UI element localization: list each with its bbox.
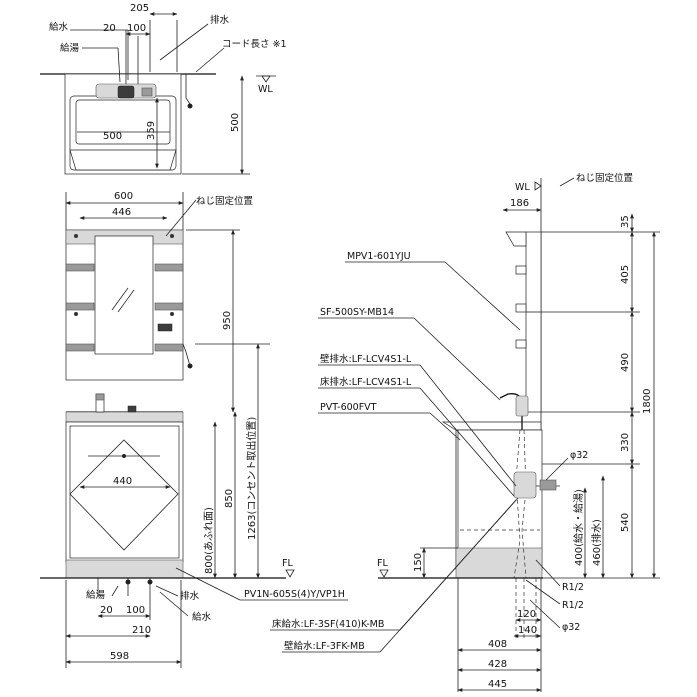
label-phi32-bottom: φ32 — [562, 622, 580, 633]
label-outlet-height: 1263(コンセント取出位置) — [245, 417, 258, 540]
label-top-wl: WL — [258, 84, 273, 95]
dim-top-500w: 500 — [103, 131, 122, 142]
label-wall-drain: 壁排水:LF-LCV4S1-L — [320, 353, 412, 365]
label-mirror-model: MPV1-601YJU — [347, 251, 411, 262]
dim-front-446: 446 — [112, 207, 131, 218]
dim-side-150: 150 — [413, 553, 424, 572]
label-vanity-model: PV1N-605S(4)Y/VP1H — [244, 589, 345, 600]
dim-side-186: 186 — [510, 198, 529, 209]
label-side-fl: FL — [377, 558, 388, 569]
label-drain-height: 460(排水) — [590, 519, 603, 566]
dim-top-20: 20 — [103, 23, 116, 34]
label-supply-height: 400(給水・給湯) — [572, 489, 585, 566]
dim-bottom-20: 20 — [100, 605, 113, 616]
label-floor-drain: 床排水:LF-LCV4S1-L — [320, 376, 412, 388]
label-code-length: コード長さ ※1 — [222, 39, 287, 50]
dim-bottom-210: 210 — [132, 625, 151, 636]
side-view: WL 186 ねじ固定位置 35 405 490 330 540 1800 40… — [270, 172, 660, 692]
label-phi32-top: φ32 — [570, 450, 588, 461]
label-top-kyusui: 給水 — [49, 21, 69, 33]
label-floor-supply: 床給水:LF-3SF(410)K-MB — [272, 618, 384, 630]
dim-side-1800: 1800 — [642, 389, 653, 414]
dim-side-445: 445 — [488, 679, 507, 690]
label-sf-model: SF-500SY-MB14 — [320, 307, 394, 318]
dim-top-359: 359 — [146, 121, 157, 140]
dim-top-205: 205 — [130, 3, 149, 14]
label-wall-supply: 壁給水:LF-3FK-MB — [284, 640, 365, 652]
top-plan-view: 205 20 100 給水 給湯 排水 コード長さ ※1 WL 500 359 … — [40, 3, 287, 175]
dim-side-140: 140 — [518, 625, 537, 636]
dim-side-408: 408 — [488, 639, 507, 650]
label-front-neji: ねじ固定位置 — [196, 195, 253, 207]
dim-side-35: 35 — [620, 215, 631, 228]
dim-front-950: 950 — [222, 311, 233, 330]
dim-bottom-598: 598 — [110, 651, 129, 662]
label-top-kyuto: 給湯 — [60, 42, 80, 54]
front-view: 600 446 ねじ固定位置 440 — [40, 191, 348, 668]
label-pvt-model: PVT-600FVT — [320, 402, 377, 413]
dim-side-120: 120 — [517, 609, 536, 620]
label-afure: 800(あふれ面) — [203, 507, 215, 574]
dim-top-100: 100 — [127, 23, 146, 34]
label-side-wl: WL — [515, 182, 530, 193]
dim-front-850: 850 — [224, 489, 235, 508]
label-r2: R1/2 — [562, 600, 584, 611]
dim-side-490: 490 — [620, 353, 631, 372]
dim-side-540: 540 — [620, 513, 631, 532]
dim-front-440: 440 — [113, 476, 132, 487]
label-r1: R1/2 — [562, 582, 584, 593]
label-side-neji: ねじ固定位置 — [576, 172, 633, 184]
label-top-haisui: 排水 — [210, 14, 230, 26]
dim-side-428: 428 — [488, 659, 507, 670]
label-bottom-kyuto: 給湯 — [86, 589, 106, 601]
dim-side-405: 405 — [620, 265, 631, 284]
label-bottom-kyusui: 給水 — [192, 611, 212, 623]
label-bottom-haisui: 排水 — [180, 590, 200, 602]
dim-front-600: 600 — [114, 191, 133, 202]
dim-top-500h: 500 — [230, 113, 241, 132]
label-front-fl: FL — [282, 558, 293, 569]
dim-side-330: 330 — [620, 433, 631, 452]
dim-bottom-100: 100 — [126, 605, 145, 616]
